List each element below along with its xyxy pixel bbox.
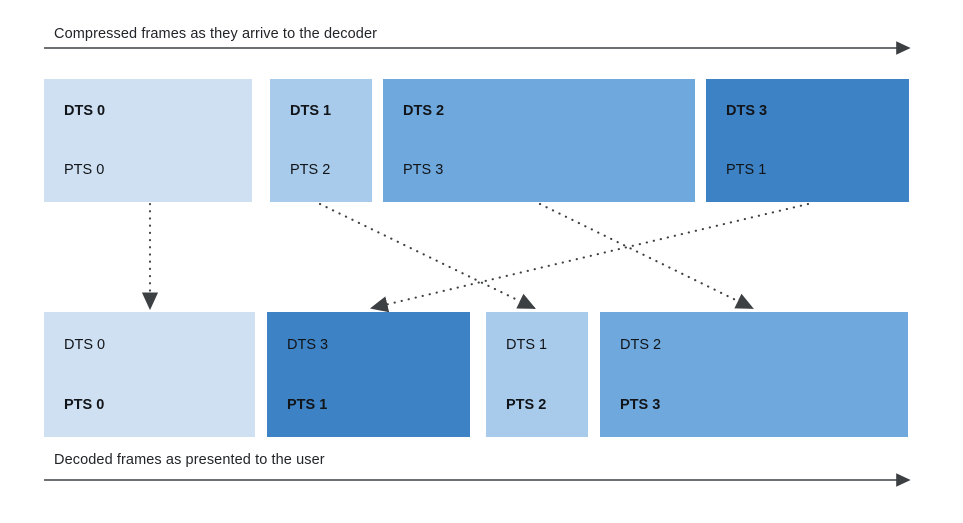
reorder-arrow-3 bbox=[369, 202, 810, 313]
bottom-timeline-caption: Decoded frames as presented to the user bbox=[54, 452, 325, 468]
decoded-frame-0: DTS 0 PTS 0 bbox=[44, 312, 255, 437]
compressed-frame-0-dts-label: DTS 0 bbox=[64, 103, 106, 119]
decoded-frame-0-pts-label: PTS 0 bbox=[64, 397, 105, 413]
compressed-frame-2: DTS 2 PTS 3 bbox=[383, 79, 695, 202]
reorder-arrows bbox=[141, 202, 810, 313]
compressed-frame-3-pts-label: PTS 1 bbox=[726, 162, 767, 178]
compressed-frame-0: DTS 0 PTS 0 bbox=[44, 79, 252, 202]
compressed-frame-3: DTS 3 PTS 1 bbox=[706, 79, 909, 202]
reorder-arrow-2 bbox=[538, 202, 754, 310]
decoded-frame-3: DTS 2 PTS 3 bbox=[600, 312, 908, 437]
compressed-frame-2-dts-label: DTS 2 bbox=[403, 103, 445, 119]
compressed-frame-1: DTS 1 PTS 2 bbox=[270, 79, 372, 202]
decoded-frame-1-dts-label: DTS 3 bbox=[287, 337, 329, 353]
compressed-frame-1-pts-label: PTS 2 bbox=[290, 162, 331, 178]
compressed-frame-1-dts-label: DTS 1 bbox=[290, 103, 332, 119]
decoded-frame-0-dts-label: DTS 0 bbox=[64, 337, 106, 353]
compressed-frame-2-pts-label: PTS 3 bbox=[403, 162, 444, 178]
decoded-frame-3-pts-label: PTS 3 bbox=[620, 397, 661, 413]
decoded-frame-2-pts-label: PTS 2 bbox=[506, 397, 547, 413]
decoded-frame-1: DTS 3 PTS 1 bbox=[267, 312, 470, 437]
decoded-frame-1-pts-label: PTS 1 bbox=[287, 397, 328, 413]
decoded-frame-2-dts-label: DTS 1 bbox=[506, 337, 548, 353]
decoded-frame-2: DTS 1 PTS 2 bbox=[486, 312, 588, 437]
decoded-frame-3-dts-label: DTS 2 bbox=[620, 337, 662, 353]
top-timeline-caption: Compressed frames as they arrive to the … bbox=[54, 26, 378, 42]
reorder-arrow-1 bbox=[318, 202, 536, 310]
compressed-frame-3-dts-label: DTS 3 bbox=[726, 103, 768, 119]
compressed-frame-0-pts-label: PTS 0 bbox=[64, 162, 105, 178]
